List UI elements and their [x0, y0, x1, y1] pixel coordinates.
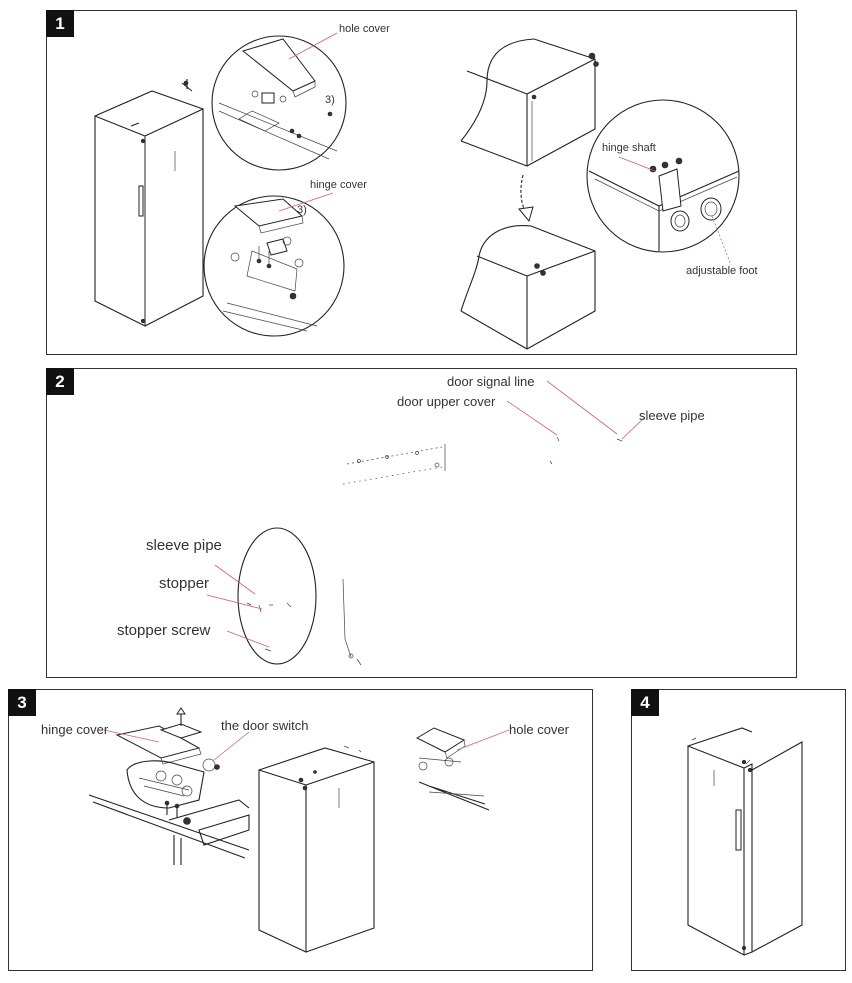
- step-4-panel: 4: [631, 689, 846, 971]
- door-switch-label: the door switch: [221, 718, 309, 733]
- hinge-cover-detail-circle: [203, 195, 345, 337]
- direction-arrow: [518, 174, 534, 223]
- step-3-illustration: [88, 707, 510, 953]
- sleeve-pipe-label: sleeve pipe: [146, 537, 222, 554]
- adjustable-foot-label: adjustable foot: [686, 265, 758, 277]
- cabinet-top-view-lower: [460, 225, 596, 350]
- step-1-panel: 1: [46, 10, 797, 355]
- hinge-shaft-detail-circle: [586, 99, 740, 253]
- step-number-badge: 3: [8, 689, 36, 716]
- step-2-illustration: [206, 380, 646, 666]
- assembled-cabinet-drawing: [687, 727, 803, 956]
- hole-cover-label: hole cover: [339, 23, 390, 35]
- step-number-badge: 2: [46, 368, 74, 395]
- step-number-badge: 1: [46, 10, 74, 37]
- sleeve-pipe-label: sleeve pipe: [639, 408, 705, 423]
- upright-freezer-drawing: [94, 79, 204, 327]
- step-3-panel: 3: [8, 689, 593, 971]
- hinge-cover-label: hinge cover: [310, 179, 367, 191]
- hole-cover-detail-circle: [211, 35, 347, 171]
- step-number-badge: 4: [631, 689, 659, 716]
- hinge-cover-label: hinge cover: [41, 722, 109, 737]
- door-signal-line-label: door signal line: [447, 374, 535, 389]
- door-upper-edge-drawing: [342, 436, 623, 485]
- step-2-panel: 2 door si: [46, 368, 797, 678]
- cabinet-top-view-upper: [460, 38, 599, 167]
- hole-cover-label: hole cover: [509, 722, 569, 737]
- stopper-detail-oval: [237, 527, 317, 665]
- stopper-label: stopper: [159, 575, 210, 592]
- step-1-illustration: [94, 32, 740, 350]
- step-reference-label: 3): [297, 204, 307, 216]
- door-lower-hinge-drawing: [342, 578, 362, 666]
- stopper-screw-label: stopper screw: [117, 622, 211, 639]
- cabinet-body-drawing: [258, 745, 375, 953]
- step-reference-label: 3): [325, 94, 335, 106]
- door-upper-cover-label: door upper cover: [397, 394, 496, 409]
- hinge-shaft-label: hinge shaft: [602, 142, 656, 154]
- step-4-illustration: [687, 727, 803, 956]
- hole-cover-assembly-drawing: [415, 727, 490, 811]
